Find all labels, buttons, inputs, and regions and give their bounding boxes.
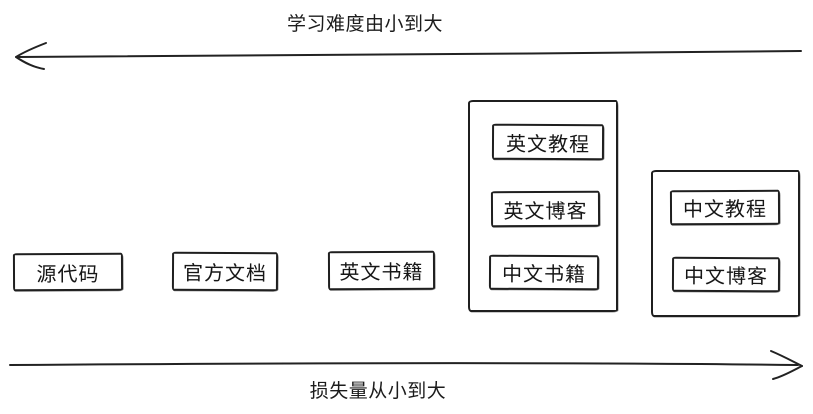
node-official-docs-label: 官方文档	[182, 262, 268, 286]
node-english-blogs: 英文博客	[490, 190, 601, 228]
difficulty-arrow-left	[15, 42, 802, 70]
difficulty-axis-label: 学习难度由小到大	[286, 14, 443, 35]
node-chinese-tutorials: 中文教程	[669, 189, 781, 226]
node-english-tutorials-label: 英文教程	[505, 133, 591, 156]
node-official-docs: 官方文档	[171, 251, 279, 292]
node-chinese-books: 中文书籍	[488, 254, 600, 291]
node-chinese-blogs-label: 中文博客	[683, 265, 769, 289]
loss-arrow-right	[9, 350, 803, 380]
node-english-blogs-label: 英文博客	[503, 200, 588, 223]
group-chinese: 中文教程 中文博客	[651, 170, 800, 317]
node-source-code-label: 源代码	[36, 263, 100, 286]
group-english-and-chinese-books: 英文教程 英文博客 中文书籍	[468, 100, 618, 312]
node-english-books: 英文书籍	[327, 250, 436, 291]
loss-axis-label: 损失量从小到大	[309, 381, 447, 402]
node-chinese-books-label: 中文书籍	[501, 263, 587, 287]
node-chinese-blogs: 中文博客	[671, 256, 781, 293]
node-english-tutorials: 英文教程	[491, 123, 605, 161]
node-english-books-label: 英文书籍	[339, 261, 424, 285]
node-source-code: 源代码	[12, 252, 124, 292]
node-chinese-tutorials-label: 中文教程	[682, 198, 768, 222]
